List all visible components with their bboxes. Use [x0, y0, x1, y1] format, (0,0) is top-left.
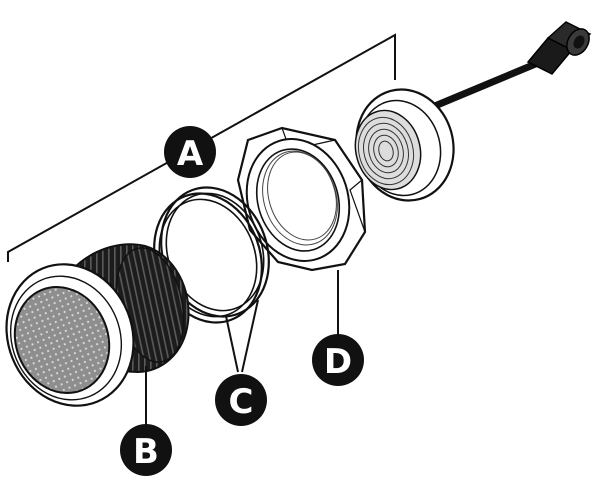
leader-lines-c	[225, 299, 259, 373]
rear-cap	[354, 88, 455, 202]
label-b: B	[120, 424, 172, 476]
cable	[426, 56, 549, 112]
label-b-text: B	[133, 432, 159, 472]
label-a: A	[164, 126, 216, 178]
connector-plug	[526, 21, 592, 75]
label-d: D	[312, 334, 364, 386]
hex-nut	[236, 126, 367, 272]
label-c-text: C	[229, 382, 254, 422]
label-a-text: A	[177, 134, 204, 174]
label-d-text: D	[324, 342, 352, 382]
label-c: C	[215, 374, 267, 426]
front-flange	[5, 263, 135, 407]
